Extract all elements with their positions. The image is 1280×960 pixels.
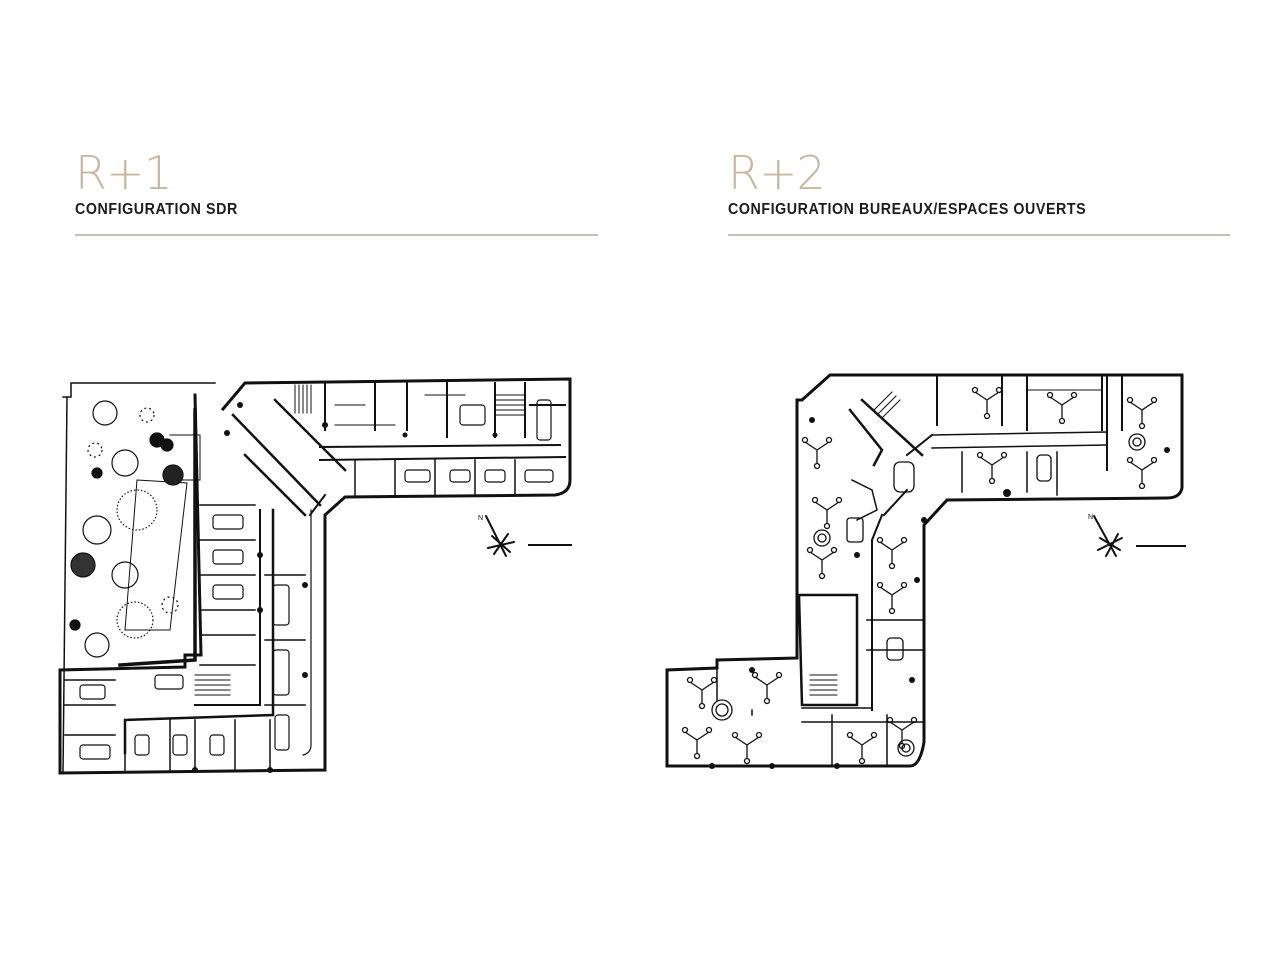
- configuration-subtitle: CONFIGURATION SDR: [75, 201, 238, 218]
- floor-plan-r2: [662, 370, 1192, 775]
- floor-r1-header: R+1 CONFIGURATION SDR: [75, 146, 598, 236]
- floor-r2-header: R+2 CONFIGURATION BUREAUX/ESPACES OUVERT…: [728, 146, 1230, 236]
- divider-line: [75, 234, 598, 236]
- compass-icon: N: [1088, 510, 1188, 565]
- level-title: R+2: [728, 146, 826, 200]
- north-label: N: [478, 515, 483, 522]
- configuration-subtitle: CONFIGURATION BUREAUX/ESPACES OUVERTS: [728, 201, 1087, 218]
- level-title: R+1: [75, 146, 173, 200]
- divider-line: [728, 234, 1230, 236]
- north-label: N: [1088, 514, 1093, 521]
- compass-icon: N: [478, 512, 578, 567]
- floor-plan-r1: [55, 375, 585, 785]
